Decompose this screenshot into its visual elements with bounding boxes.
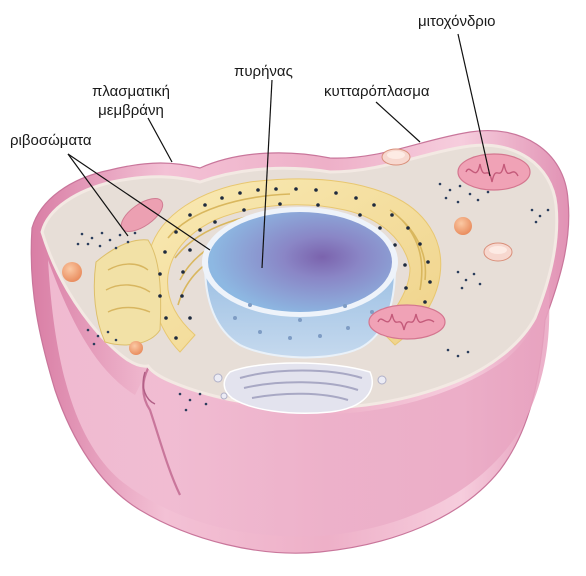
label-nucleus: πυρήνας (234, 62, 293, 81)
label-ribosomes: ριβοσώματα (10, 131, 92, 150)
mitochondrion-bottom (369, 305, 445, 339)
label-cytoplasm: κυτταρόπλασμα (324, 82, 430, 101)
label-plasma-membrane-line2: μεμβράνη (92, 101, 170, 120)
nucleus (202, 207, 398, 357)
mitochondrion-top (458, 154, 530, 190)
label-mitochondrion: μιτοχόνδριο (418, 12, 496, 31)
label-plasma-membrane-line1: πλασματική (92, 82, 170, 101)
label-plasma-membrane: πλασματική μεμβράνη (92, 82, 170, 120)
